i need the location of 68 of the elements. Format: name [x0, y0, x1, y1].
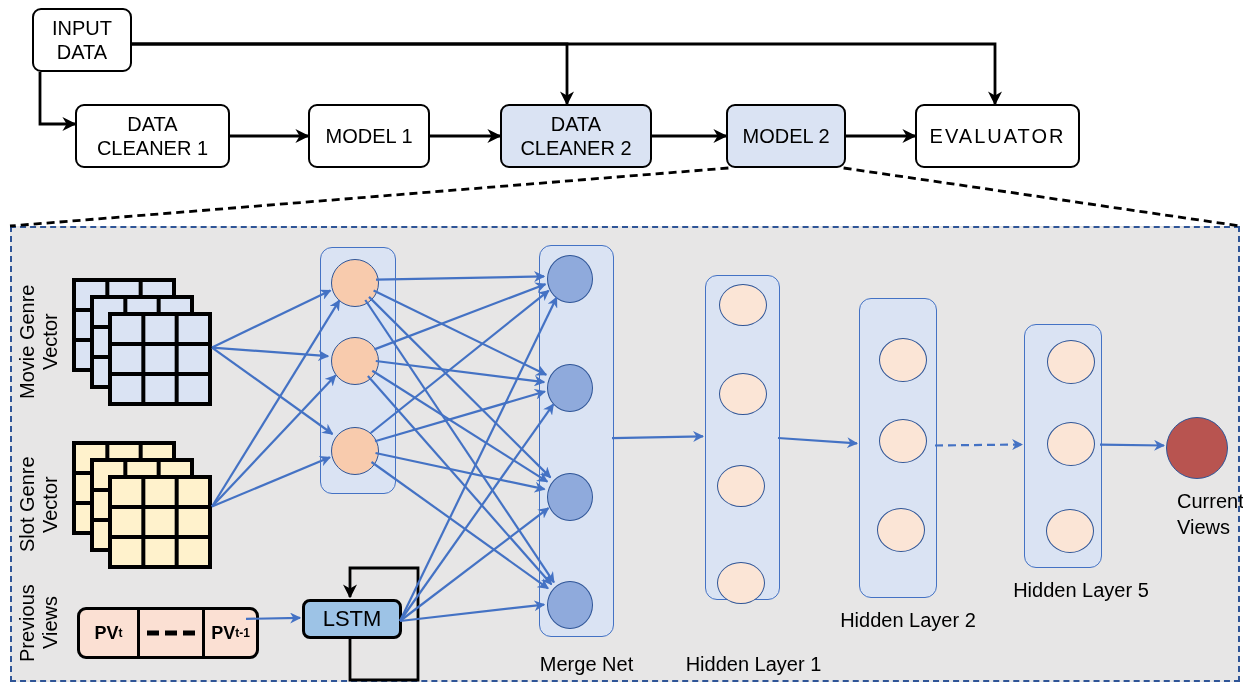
lstm-block: LSTM [302, 599, 402, 639]
arrow [846, 129, 917, 143]
arrow [211, 456, 331, 508]
arrow [132, 42, 1002, 106]
arrow [373, 289, 548, 376]
arrow [611, 431, 705, 442]
arrow [370, 289, 550, 434]
neuron-circle [331, 337, 379, 385]
zoom-line [843, 166, 1241, 228]
neuron-circle [547, 364, 593, 412]
arrow [368, 296, 552, 479]
neuron-circle [717, 465, 765, 507]
layer-label: Merge Net [539, 653, 634, 675]
arrow [1100, 439, 1166, 451]
arrow [364, 299, 555, 584]
arrow [375, 271, 546, 283]
neuron-circle [1046, 509, 1094, 553]
output-label: Current Views [1177, 489, 1243, 540]
layer-label: Hidden Layer 2 [840, 609, 976, 631]
arrow [399, 296, 558, 622]
process-box: INPUT DATA [32, 8, 132, 72]
neuron-circle [719, 284, 767, 326]
arrow [371, 369, 549, 483]
neuron-circle [717, 562, 765, 604]
process-box: EVALUATOR [915, 104, 1080, 168]
arrow [211, 346, 330, 361]
neuron-circle [1047, 340, 1095, 384]
arrow [430, 129, 502, 143]
process-box: MODEL 1 [308, 104, 430, 168]
arrow [935, 439, 1024, 451]
process-box: DATA CLEANER 1 [75, 104, 230, 168]
neuron-circle [547, 581, 593, 629]
arrow [246, 612, 302, 624]
arrow [367, 375, 553, 586]
arrow [370, 461, 549, 590]
zoom-line [9, 166, 729, 228]
neuron-circle [877, 508, 925, 552]
arrow [652, 129, 728, 143]
neuron-circle [331, 259, 379, 307]
layer-label: Hidden Layer 1 [685, 653, 822, 675]
input-label: Movie Genre Vector [16, 283, 62, 401]
neuron-circle [1047, 422, 1095, 466]
arrow [399, 600, 546, 623]
arrow [211, 346, 334, 435]
arrow [374, 282, 547, 351]
neuron-circle [879, 419, 927, 463]
input-label: Slot Genre Vector [16, 455, 62, 555]
neuron-circle [547, 255, 593, 303]
neuron-circle [547, 473, 593, 521]
neuron-circle [879, 338, 927, 382]
arrow [777, 436, 859, 449]
arrow [375, 451, 546, 493]
process-box: DATA CLEANER 2 [500, 104, 652, 168]
arrow [374, 389, 546, 443]
feedback-loop-arrow [343, 566, 420, 682]
layer-panel [320, 247, 396, 494]
layer-label: Hidden Layer 5 [1013, 579, 1149, 601]
arrow [38, 72, 77, 131]
neuron-circle [331, 427, 379, 475]
arrow [211, 289, 332, 349]
arrow [230, 129, 310, 143]
arrow [211, 374, 337, 508]
arrow [399, 507, 550, 622]
input-label: Previous Views [16, 583, 62, 664]
process-box: MODEL 2 [726, 104, 846, 168]
arrow [399, 403, 555, 622]
arrow [375, 359, 546, 387]
neuron-circle [719, 373, 767, 415]
